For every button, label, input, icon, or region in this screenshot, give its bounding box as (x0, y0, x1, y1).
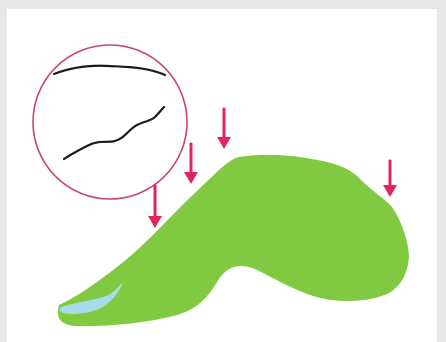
magnifier-circle (33, 45, 187, 199)
down-arrow-icon (184, 144, 198, 184)
down-arrow-icon (217, 109, 231, 149)
down-arrow-icon (383, 161, 397, 197)
down-arrow-icon (148, 186, 162, 228)
diagram-panel (7, 9, 437, 342)
diagram-canvas (7, 9, 437, 342)
